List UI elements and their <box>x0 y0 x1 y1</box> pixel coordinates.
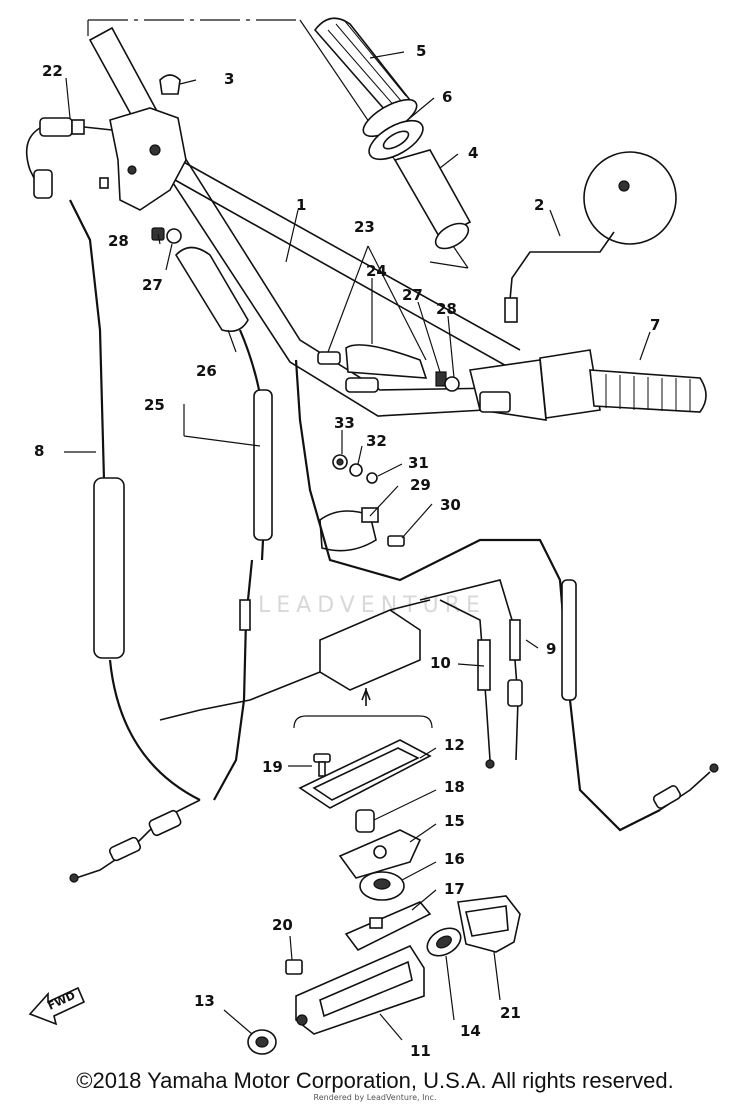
right-lever-hardware <box>435 371 460 392</box>
cap-3 <box>159 74 181 95</box>
rendered-by-note: Rendered by LeadVenture, Inc. <box>313 1093 437 1102</box>
part-16 <box>359 871 405 901</box>
label-17: 17 <box>444 880 465 898</box>
connector-22 <box>25 117 113 199</box>
label-8: 8 <box>34 442 44 460</box>
label-14: 14 <box>460 1022 481 1040</box>
label-25: 25 <box>144 396 165 414</box>
label-30: 30 <box>440 496 461 514</box>
junction-box <box>159 599 431 721</box>
watermark: LEADVENTURE <box>258 593 486 618</box>
part-17 <box>344 901 432 952</box>
gasket-12 <box>298 739 432 809</box>
label-13: 13 <box>194 992 215 1010</box>
label-3: 3 <box>224 70 234 88</box>
label-7: 7 <box>650 316 660 334</box>
label-27-left: 27 <box>142 276 163 294</box>
label-26: 26 <box>196 362 217 380</box>
label-23: 23 <box>354 218 375 236</box>
throttle-grip <box>469 349 707 421</box>
clutch-cable <box>69 199 201 883</box>
left-switch-housing <box>99 107 187 211</box>
label-6: 6 <box>442 88 452 106</box>
left-grip-cable <box>174 246 273 801</box>
label-19: 19 <box>262 758 283 776</box>
label-10: 10 <box>430 654 451 672</box>
label-32: 32 <box>366 432 387 450</box>
label-21: 21 <box>500 1004 521 1022</box>
throttle-cables <box>294 359 719 832</box>
housing-11 <box>295 944 425 1035</box>
left-lever-hardware <box>151 227 182 244</box>
label-31: 31 <box>408 454 429 472</box>
label-33: 33 <box>334 414 355 432</box>
label-5: 5 <box>416 42 426 60</box>
label-15: 15 <box>444 812 465 830</box>
label-9: 9 <box>546 640 556 658</box>
label-18: 18 <box>444 778 465 796</box>
label-1: 1 <box>296 196 306 214</box>
label-22: 22 <box>42 62 63 80</box>
cover-21 <box>457 895 521 953</box>
label-27-right: 27 <box>402 286 423 304</box>
part-18 <box>355 809 375 833</box>
label-16: 16 <box>444 850 465 868</box>
label-28-left: 28 <box>108 232 129 250</box>
screw-19 <box>313 753 331 777</box>
part-labels: 1 2 3 4 5 6 7 8 9 10 11 12 13 14 15 16 1… <box>34 42 660 1060</box>
copyright-notice: ©2018 Yamaha Motor Corporation, U.S.A. A… <box>76 1068 674 1093</box>
label-4: 4 <box>468 144 478 162</box>
label-24: 24 <box>366 262 387 280</box>
label-29: 29 <box>410 476 431 494</box>
label-20: 20 <box>272 916 293 934</box>
right-grip-assembly <box>313 17 472 250</box>
mirror <box>504 151 677 323</box>
spring-20 <box>285 959 303 975</box>
part-13 <box>247 1029 277 1055</box>
label-28-right: 28 <box>436 300 457 318</box>
part-14 <box>426 927 462 957</box>
exploded-bracket <box>293 715 433 729</box>
label-11: 11 <box>410 1042 431 1060</box>
label-2: 2 <box>534 196 544 214</box>
clamp-hardware <box>319 454 405 552</box>
part-15 <box>338 829 422 879</box>
right-grip-24 <box>317 344 428 393</box>
fwd-arrow-icon: FWD <box>28 986 86 1026</box>
label-12: 12 <box>444 736 465 754</box>
leader-lines <box>64 51 651 1041</box>
parts-diagram: LEADVENTURE <box>25 17 719 1060</box>
